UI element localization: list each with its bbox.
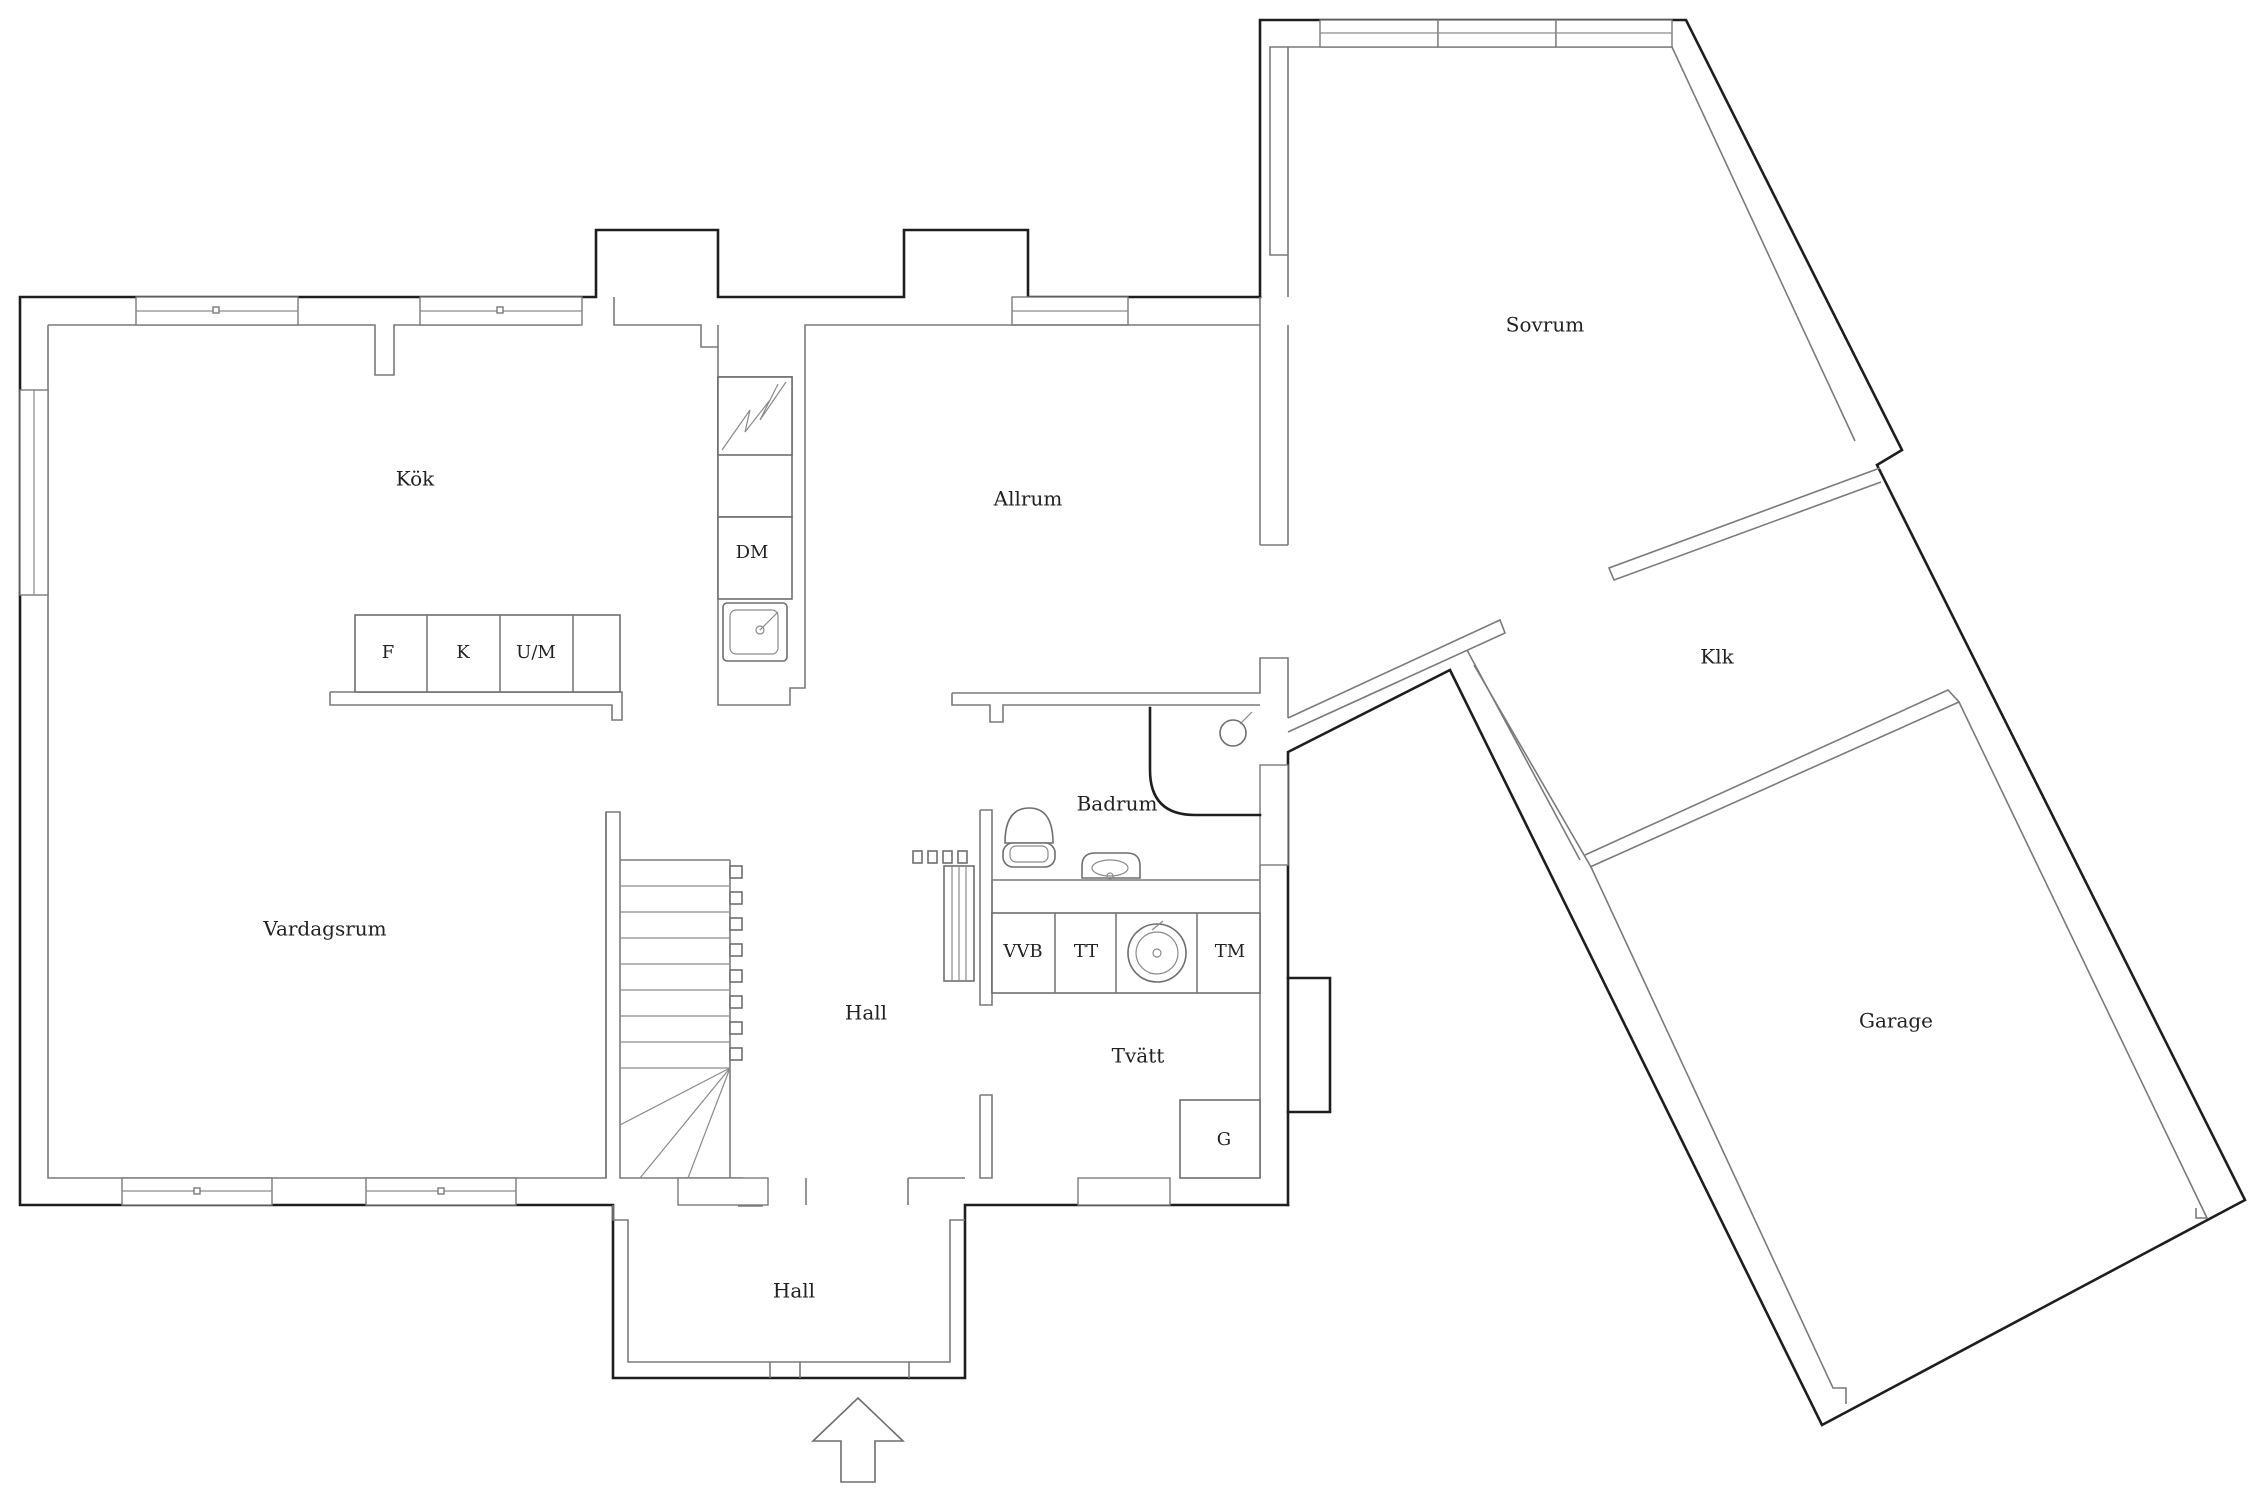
stair-markers bbox=[729, 865, 743, 1061]
appliance-label-oven: U/M bbox=[516, 642, 556, 663]
appliance-label-water-heater: VVB bbox=[1002, 941, 1042, 962]
kitchen-sink-icon bbox=[722, 602, 788, 662]
room-label-tvatt: Tvätt bbox=[1112, 1044, 1165, 1068]
appliance-label-dishwasher: DM bbox=[736, 542, 769, 563]
stove-icon bbox=[717, 376, 793, 456]
room-labels: Kök Allrum Sovrum Klk Vardagsrum Hall Ba… bbox=[262, 313, 1933, 1303]
appliance-label-fridge: F bbox=[382, 642, 395, 663]
window bbox=[1077, 1177, 1171, 1206]
kitchen-fixtures bbox=[354, 376, 793, 693]
window bbox=[1259, 764, 1289, 866]
laundry-sink-icon bbox=[1127, 923, 1187, 983]
room-label-sovrum: Sovrum bbox=[1506, 313, 1584, 337]
room-label-allrum: Allrum bbox=[993, 487, 1063, 511]
appliance-label-washer: TM bbox=[1215, 941, 1245, 962]
room-label-hall-entry: Hall bbox=[773, 1279, 815, 1303]
shower-icon bbox=[1148, 706, 1262, 817]
washbasin-icon bbox=[1081, 852, 1141, 879]
room-label-garage: Garage bbox=[1859, 1009, 1933, 1033]
room-label-vardagsrum: Vardagsrum bbox=[262, 917, 386, 941]
room-label-klk: Klk bbox=[1700, 645, 1734, 669]
appliance-labels: F K U/M DM VVB TT TM G bbox=[382, 542, 1245, 1150]
appliance-label-cabinet: G bbox=[1217, 1129, 1231, 1150]
room-label-hall: Hall bbox=[845, 1001, 887, 1025]
window bbox=[677, 1177, 769, 1206]
interior-walls bbox=[329, 324, 1289, 1378]
windows bbox=[19, 19, 1673, 1206]
room-label-badrum: Badrum bbox=[1077, 792, 1158, 816]
toilet-icon bbox=[1004, 807, 1054, 844]
exterior-walls bbox=[18, 18, 2247, 1427]
bathroom-fixtures bbox=[912, 706, 1262, 1179]
room-label-kok: Kök bbox=[396, 467, 435, 491]
entrance-arrow-icon bbox=[811, 1396, 905, 1483]
appliance-label-dryer: TT bbox=[1074, 941, 1098, 962]
appliance-label-freezer: K bbox=[456, 642, 470, 663]
